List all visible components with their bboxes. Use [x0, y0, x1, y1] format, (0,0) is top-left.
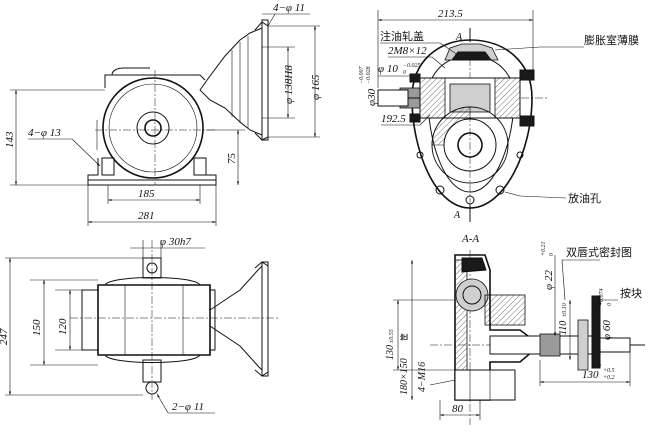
- shaft-length-label: 192.5: [381, 113, 406, 125]
- drain-hole-label: 放油孔: [568, 191, 601, 205]
- bore-22-tol-low: 0: [549, 253, 555, 256]
- dim-80-label: 80: [452, 403, 464, 415]
- membrane-label: 膨胀室薄膜: [584, 33, 639, 47]
- shaft-small-label: φ 10: [378, 63, 398, 75]
- thread-mark-label: 4−M16: [417, 362, 428, 392]
- base-holes-label: 4−φ 13: [28, 127, 61, 139]
- shaft-dim-label: φ 30h7: [160, 236, 191, 248]
- dim-130-right-label: 130: [582, 369, 599, 381]
- dim-180x150-sq: 筐: [399, 333, 409, 341]
- base-height-label: 75: [226, 153, 238, 165]
- shaft-small-tol-bottom: 0: [403, 70, 406, 76]
- shaft-main-label: φ30: [366, 88, 378, 106]
- base-length-label: 281: [138, 210, 155, 222]
- bore-60-tol-low: 0: [607, 303, 613, 306]
- oil-cap-label: 注油轧盖: [380, 29, 424, 43]
- foot-holes-label: 2−φ 11: [172, 401, 204, 413]
- bore-60-tol: +0.074: [598, 288, 605, 306]
- top-left-view: 4−φ 11 φ 138H8 φ 165 143 4−φ 13 75 185 2…: [4, 2, 322, 226]
- key-label: 按块: [620, 286, 642, 300]
- overall-dim-label: 213.5: [438, 8, 463, 20]
- bore-60-label: φ 60: [601, 320, 613, 340]
- dim-130-left-label: 130: [385, 345, 396, 360]
- total-height-label: 247: [0, 328, 10, 345]
- outer-dim-label: φ 165: [310, 74, 322, 100]
- height-dim-label: 143: [4, 131, 16, 148]
- dim-130-left-tol: ±0.55: [389, 329, 395, 343]
- bore-22-tol: +0.21: [541, 241, 547, 256]
- dim-180x150-label: 180×150: [399, 358, 410, 395]
- hole-span-inner-label: 120: [57, 318, 69, 335]
- dim-110-tol: ±0.10: [562, 303, 568, 317]
- shaft-small-tol-top: −0.025: [403, 63, 421, 69]
- section-mark-bottom: A: [453, 210, 461, 221]
- base-hole-span-label: 185: [138, 188, 155, 200]
- bore-dim-label: φ 138H8: [283, 65, 295, 104]
- bolt-label: 2M8×12: [388, 45, 427, 57]
- bore-22-label: φ 22: [543, 270, 555, 290]
- bottom-left-view: φ 30h7 247 150 120 2−φ 11: [0, 236, 280, 414]
- hole-span-outer-label: 150: [31, 319, 43, 336]
- dim-130-right-tol2: +0.2: [603, 375, 615, 381]
- section-title: A-A: [461, 233, 479, 245]
- top-right-view: A A 213.5 注油轧盖 2M8×12 膨胀室薄膜 φ 10 −0.025 …: [359, 8, 639, 222]
- section-mark-top: A: [455, 32, 463, 43]
- dim-110-label: 110: [558, 321, 569, 335]
- dim-130-right-tol: +0.5: [603, 368, 615, 374]
- flange-holes-label: 4−φ 11: [273, 2, 305, 14]
- shaft-main-tol-bottom: −0.028: [366, 66, 372, 84]
- bottom-right-view: A-A 双唇式密封图 按块 φ 22 +0.21 0 φ 60 +0.074 0: [385, 233, 645, 425]
- seal-label: 双唇式密封图: [566, 245, 632, 259]
- shaft-main-tol-top: −0.007: [359, 65, 365, 84]
